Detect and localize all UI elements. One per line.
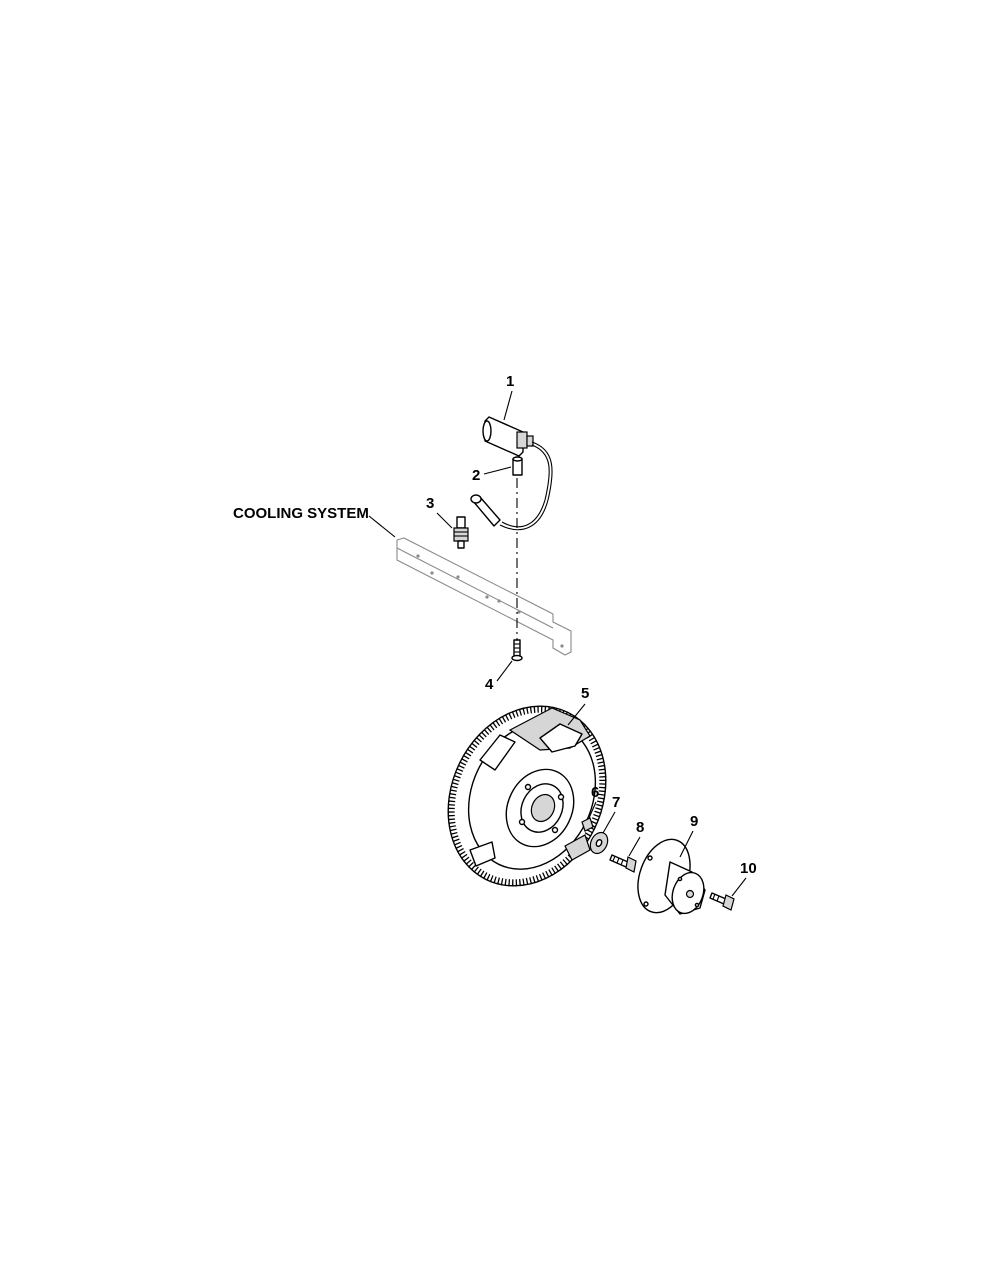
cooling-system-label: COOLING SYSTEM — [233, 505, 369, 522]
screw — [511, 639, 523, 662]
callout-10: 10 — [740, 860, 757, 877]
flywheel — [447, 705, 607, 887]
key — [581, 817, 594, 832]
callout-5: 5 — [581, 685, 589, 702]
cooling-system-bracket — [396, 537, 572, 656]
callout-1: 1 — [506, 373, 514, 390]
callout-8: 8 — [636, 819, 644, 836]
spacer — [512, 456, 523, 476]
callout-2: 2 — [472, 467, 480, 484]
spark-plug-boot — [470, 494, 501, 527]
spark-plug — [453, 516, 469, 549]
callout-3: 3 — [426, 495, 434, 512]
callout-7: 7 — [612, 794, 620, 811]
washer — [589, 831, 609, 855]
callout-4: 4 — [485, 676, 494, 693]
hub-bolt — [709, 892, 735, 911]
callout-9: 9 — [690, 813, 698, 830]
flywheel-bolt — [609, 854, 637, 873]
callout-6: 6 — [591, 784, 599, 801]
hub-adapter — [637, 838, 706, 915]
